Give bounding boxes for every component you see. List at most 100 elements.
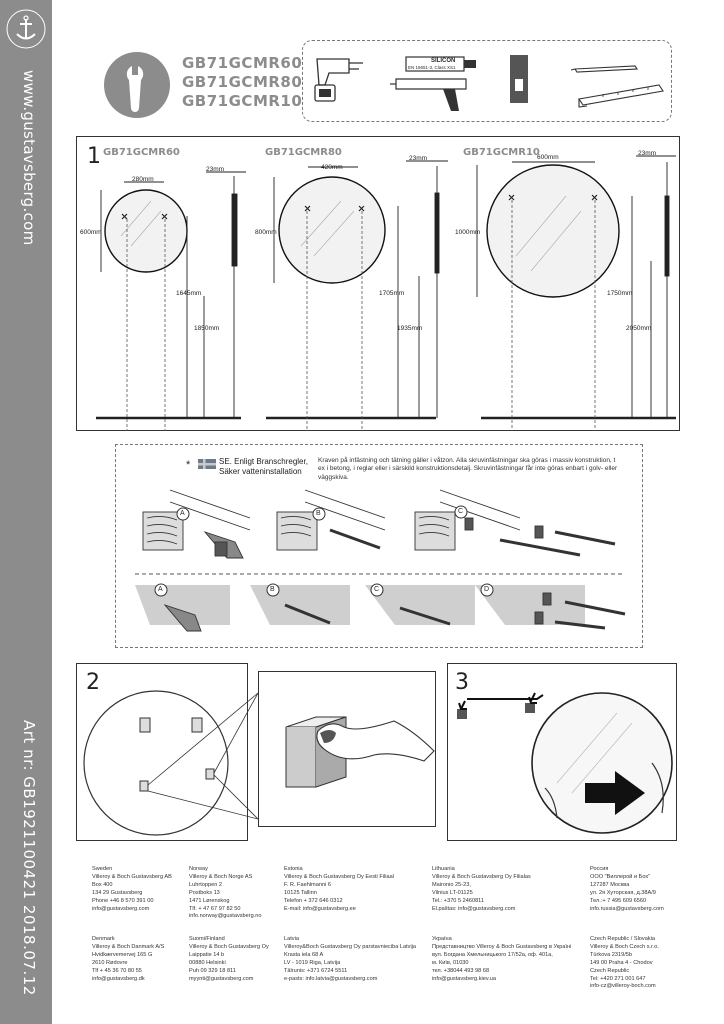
address-line: м. Київ, 01030 [432,959,469,966]
address-line: Tel.: +370 5 2460811 [432,897,484,904]
wrench-icon [126,66,144,112]
address-email[interactable]: info.norway@gustavsberg.no [189,913,262,920]
address-line: 134 29 Gustavsberg [92,889,143,896]
address-line: F. R. Faehlmanni 6 [284,881,331,888]
step-letter: C [374,586,380,593]
address-email[interactable]: E-mail: info@gustavsberg.ee [284,905,356,912]
silicon-gun-icon [390,56,476,111]
mirror-back-diagram [83,690,259,836]
drill-icon [314,58,363,102]
step-letter: B [270,586,275,593]
address-line: Czech Republic [590,967,630,974]
step3-number: 3 [455,670,469,695]
step1-diagram [96,155,676,431]
address-country: Norway [189,866,208,872]
step2-number: 2 [86,670,100,695]
step-letter: B [316,510,321,517]
address-email[interactable]: info.russia@gustavsberg.com [590,905,664,912]
address-block: Sweden Villeroy & Boch Gustavsberg AB Bo… [92,866,200,913]
address-block: Latvia Villeroy&Boch Gustavsberg Oy pars… [284,936,429,983]
dim-depth: 23mm [409,155,428,162]
address-line: 00880 Helsinki [189,959,226,966]
required-tools-box: SILICON EN 15651-3, Class XS1 [302,40,672,122]
address-line: Villeroy & Boch Gustavsberg Oy [189,943,269,950]
model-name: GB71GCMR10 [182,92,303,110]
address-country: Estonia [284,866,303,872]
warning-title-line: SE. Enligt Branschregler, [219,457,308,466]
address-email[interactable]: myynti@gustavsberg.com [189,975,254,982]
website-url[interactable]: www.gustavsberg.com [20,70,38,246]
step-letter: C [458,508,464,515]
address-line: вул. Богдана Хмельницького 17/52а, оф. 4… [432,951,553,958]
address-line: Tālrunis: +371 6724 5511 [284,967,348,974]
silicon-spec: EN 15651-3, Class XS1 [408,65,456,70]
address-line: Villeroy & Boch Gustavsberg Oy Eesti Fil… [284,873,394,880]
dim-height-low: 1705mm [379,290,405,297]
silicon-label: SILICON [431,58,456,64]
wall-fixing-frame [115,444,643,648]
address-block: Estonia Villeroy & Boch Gustavsberg Oy E… [284,866,424,913]
address-line: Box 400 [92,881,113,888]
hang-mirror-diagram [457,692,673,834]
step2-frame [76,663,248,841]
dim-diameter: 800mm [255,229,277,236]
warning-body: Kraven på infästning och tätning gäller … [318,457,618,481]
dim-diameter: 1000mm [455,229,481,236]
address-block: Україна Представництво Villeroy & Boch G… [432,936,587,983]
address-line: LV - 1019 Riga, Latvija [284,959,341,966]
address-country: Lithuania [432,866,455,872]
address-line: Vilnius LT-01125 [432,889,473,896]
address-line: Laippatie 14 b [189,951,225,958]
step1-number: 1 [87,144,101,169]
address-block: Россия ООО "Виллерой и Бох" 127287 Москв… [590,866,692,913]
pencil-ruler-icon [570,65,664,108]
address-line: Türkova 2319/5b [590,951,632,958]
tools-wrench-badge [104,52,170,118]
dim-height-top: 1935mm [397,325,423,332]
sweden-flag-icon [198,459,216,469]
address-line: Villeroy & Boch Gustavsberg Oy Filialas [432,873,531,880]
model-name: GB71GCMR60 [182,54,303,72]
step3-frame [447,663,677,841]
dim-height-low: 1750mm [607,290,633,297]
address-email[interactable]: e-pasts: info.latvia@gustavsberg.com [284,975,378,982]
press-pad-hand-icon [285,716,435,788]
dim-depth: 23mm [638,150,657,157]
address-block: Lithuania Villeroy & Boch Gustavsberg Oy… [432,866,582,913]
dim-height-top: 2050mm [626,325,652,332]
address-email[interactable]: info-cz@villeroy-boch.com [590,983,656,990]
address-email[interactable]: El.paštas: info@gustavsberg.com [432,905,516,912]
warning-title-line: Säker vatteninstallation [219,467,302,476]
address-block: Czech Republic / Slovakia Villeroy & Boc… [590,936,692,991]
address-country: Denmark [92,936,115,942]
address-line: Phone +46 8 570 391 00 [92,897,154,904]
address-line: Tlf. + 47 67 97 82 50 [189,905,241,912]
address-line: Telefon + 372 646 0312 [284,897,343,904]
dim-depth: 23mm [206,166,225,173]
address-line: Villeroy & Boch Danmark A/S [92,943,165,950]
dim-width: 600mm [537,154,559,161]
panel-model-label: GB71GCMR60 [103,147,180,158]
address-email[interactable]: info@gustavsberg.com [92,905,150,912]
address-country: Sweden [92,866,113,872]
address-line: Tlf + 45 36 70 80 55 [92,967,142,974]
address-line: 127287 Москва [590,881,630,888]
address-email[interactable]: info@gustavsberg.dk [92,975,145,982]
dim-height-low: 1645mm [176,290,202,297]
panel-model-label: GB71GCMR80 [265,147,342,158]
address-country: Россия [590,866,609,872]
address-line: Villeroy&Boch Gustavsberg Oy parstavniec… [284,943,417,950]
address-line: Тел.:+ 7 495 609 6560 [590,897,647,904]
address-country: Latvia [284,936,299,942]
warning-star: * [186,459,191,471]
panel-model-label: GB71GCMR10 [463,147,540,158]
address-line: ул. 2я Хуторская, д.38А/9 [590,889,656,896]
article-number: Art nr: GB1921100421 2018.07.12 [20,720,38,996]
address-line: Villeroy & Boch Norge AS [189,873,253,880]
address-line: Luhrtoppen 2 [189,881,222,888]
address-line: ООО "Виллерой и Бох" [590,873,651,880]
step-letter: A [180,510,185,517]
address-email[interactable]: info@gustavsberg.kiev.ua [432,975,497,982]
address-line: 10125 Tallinn [284,889,317,896]
sidebar: www.gustavsberg.com Art nr: GB1921100421… [0,0,52,1024]
